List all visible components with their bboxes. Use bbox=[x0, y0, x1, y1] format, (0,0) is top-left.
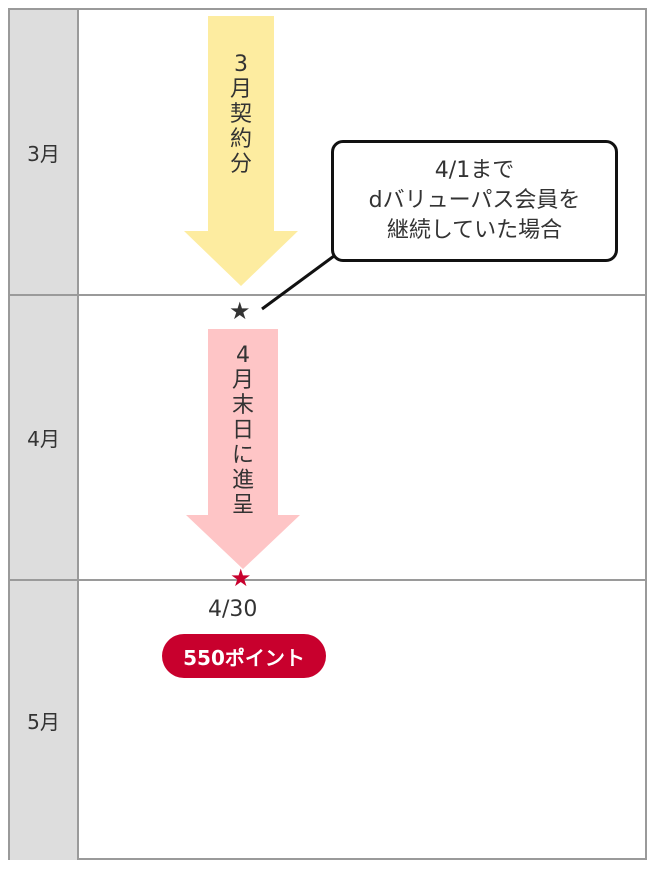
start-star-icon: ★ bbox=[229, 297, 251, 325]
row-march: 3月 bbox=[10, 10, 645, 294]
points-badge: 550ポイント bbox=[162, 634, 326, 678]
march-contract-arrow: 3 月 契 約 分 bbox=[184, 16, 298, 286]
april-grant-arrow: 4 月 末 日 に 進 呈 bbox=[186, 329, 300, 569]
march-arrow-text: 3 月 契 約 分 bbox=[229, 52, 252, 177]
month-label-april: 4月 bbox=[10, 296, 79, 579]
grant-date: 4/30 bbox=[208, 597, 258, 622]
down-arrow-icon bbox=[184, 16, 298, 286]
month-label-march: 3月 bbox=[10, 10, 79, 294]
row-may: 5月 bbox=[10, 579, 645, 860]
april-arrow-text: 4 月 末 日 に 進 呈 bbox=[231, 343, 254, 518]
condition-callout: 4/1まで dバリューパス会員を 継続していた場合 bbox=[331, 140, 618, 262]
end-star-icon: ★ bbox=[230, 564, 252, 592]
timeline-grid: 3月 4月 5月 bbox=[8, 8, 647, 860]
down-arrow-icon bbox=[186, 329, 300, 569]
row-april: 4月 bbox=[10, 294, 645, 579]
month-label-may: 5月 bbox=[10, 581, 79, 860]
